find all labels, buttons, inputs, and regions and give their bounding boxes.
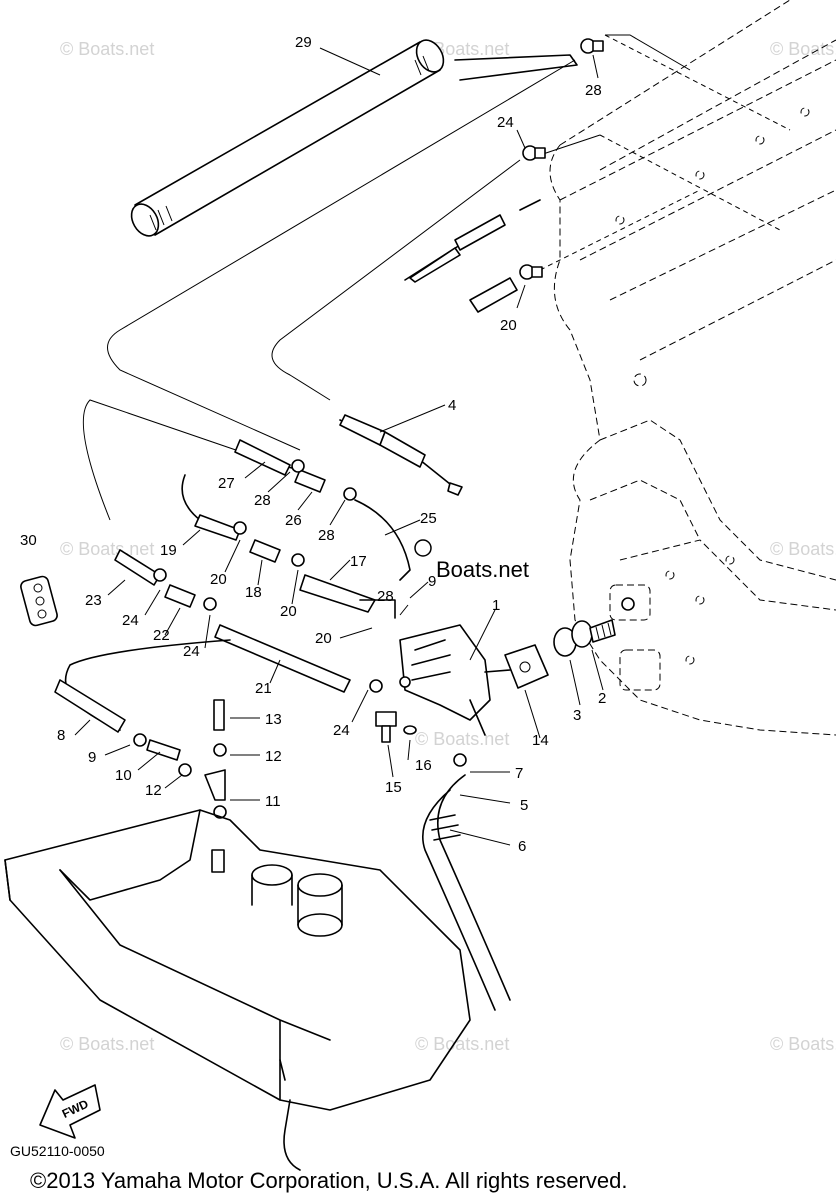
callout-3: 3 — [573, 707, 581, 724]
part-16-washer — [403, 725, 417, 735]
watermark: © Boats.net — [60, 1034, 154, 1054]
part-1-fuel-cock — [399, 624, 491, 767]
fittings-bottom-left — [133, 699, 227, 873]
boats-logo-icon — [414, 539, 432, 557]
watermark: © Boats.net — [60, 539, 154, 559]
callout-14: 14 — [532, 732, 549, 749]
callout-13: 13 — [265, 711, 282, 728]
watermark: © Boats.net — [60, 39, 154, 59]
callout-12: 12 — [265, 748, 282, 765]
callout-28: 28 — [585, 82, 602, 99]
callout-20: 20 — [500, 317, 517, 334]
watermark: © Boats.net — [415, 729, 509, 749]
callout-25: 25 — [420, 510, 437, 527]
callout-24: 24 — [122, 612, 139, 629]
callout-8: 8 — [57, 727, 65, 744]
callout-4: 4 — [448, 397, 456, 414]
callout-18: 18 — [245, 584, 262, 601]
part-8-hose — [54, 639, 231, 733]
engine-block — [549, 0, 836, 736]
callout-28: 28 — [377, 588, 394, 605]
fuel-tank — [4, 809, 471, 1171]
callout-9: 9 — [88, 749, 96, 766]
callout-10: 10 — [115, 767, 132, 784]
clamp-parts-top — [519, 38, 604, 280]
callout-24: 24 — [183, 643, 200, 660]
callout-24: 24 — [333, 722, 350, 739]
copyright-notice: ©2013 Yamaha Motor Corporation, U.S.A. A… — [30, 1168, 628, 1193]
part-14-gasket — [484, 644, 549, 689]
part-2-filter — [589, 597, 635, 643]
callout-11: 11 — [265, 793, 281, 810]
callout-6: 6 — [518, 838, 526, 855]
watermark: © Boats.net — [770, 1034, 836, 1054]
part-30-clip — [20, 575, 58, 627]
callout-29: 29 — [295, 34, 312, 51]
callout-27: 27 — [218, 475, 235, 492]
callout-22: 22 — [153, 627, 170, 644]
part-5-hose — [421, 774, 511, 1011]
callout-28: 28 — [318, 527, 335, 544]
callout-16: 16 — [415, 757, 432, 774]
watermark: © Boats.net — [770, 39, 836, 59]
callout-28: 28 — [254, 492, 271, 509]
callout-1: 1 — [492, 597, 500, 614]
callout-12: 12 — [145, 782, 162, 799]
callout-15: 15 — [385, 779, 402, 796]
part-3-collar — [553, 620, 593, 657]
callout-7: 7 — [515, 765, 523, 782]
diagram-code: GU52110-0050 — [10, 1143, 105, 1159]
routing-lines — [82, 34, 791, 521]
callout-5: 5 — [520, 797, 528, 814]
fwd-arrow-icon: FWD — [39, 1084, 101, 1139]
callout-19: 19 — [160, 542, 177, 559]
callout-9: 9 — [428, 573, 436, 590]
leader-lines — [74, 47, 604, 846]
callout-labels: 29 28 24 20 4 27 28 26 28 25 19 20 18 20… — [20, 34, 606, 855]
callout-2: 2 — [598, 690, 606, 707]
watermark-layer: © Boats.net © Boats.net © Boats.net © Bo… — [60, 39, 836, 1054]
part-29-tube — [130, 39, 578, 237]
callout-20: 20 — [210, 571, 227, 588]
part-4-cable — [234, 199, 541, 496]
callout-21: 21 — [255, 680, 272, 697]
callout-20: 20 — [280, 603, 297, 620]
center-watermark: Boats.net — [436, 557, 529, 582]
callout-30: 30 — [20, 532, 37, 549]
watermark: © Boats.net — [770, 539, 836, 559]
callout-24: 24 — [497, 114, 514, 131]
callout-20: 20 — [315, 630, 332, 647]
callout-26: 26 — [285, 512, 302, 529]
callout-17: 17 — [350, 553, 367, 570]
watermark: © Boats.net — [415, 1034, 509, 1054]
part-15-bolt — [375, 711, 397, 743]
callout-23: 23 — [85, 592, 102, 609]
